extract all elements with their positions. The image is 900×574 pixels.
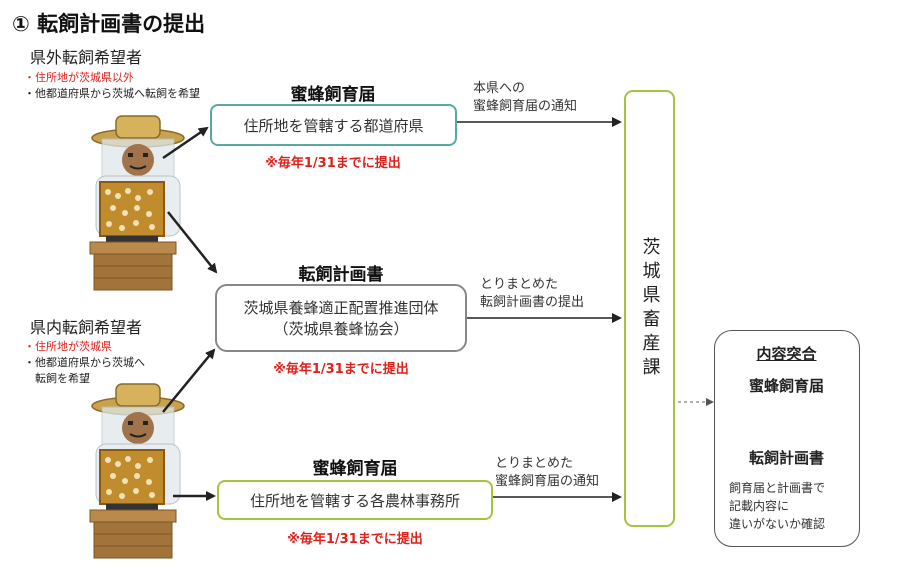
edge-mid-label: とりまとめた 転飼計画書の提出 (480, 276, 584, 312)
page-title: ① 転飼計画書の提出 (12, 12, 206, 36)
top-node-box: 住所地を管轄する都道府県 (210, 104, 457, 146)
mid-node-box: 茨城県養蜂適正配置推進団体 （茨城県養蜂協会） (215, 284, 467, 352)
edge-mid-label-line2: 転飼計画書の提出 (480, 295, 585, 310)
content-check-note-line2: 記載内容に (729, 499, 790, 513)
content-check-item-plan: 転飼計画書 (748, 449, 824, 467)
top-node-heading: 蜜蜂飼育届 (290, 85, 376, 105)
beekeeper-icon (89, 115, 185, 291)
in-pref-bullet-address: ・住所地が茨城県 (24, 340, 112, 353)
bot-node-heading: 蜜蜂飼育届 (312, 459, 398, 479)
arrow-in-to-mid (162, 348, 216, 413)
arrow-out-to-mid (167, 211, 218, 274)
department-box: 茨城県畜産課 (624, 90, 675, 527)
mid-node-text-line2: （茨城県養蜂協会） (273, 320, 409, 338)
bot-node-box: 住所地を管轄する各農林事務所 (217, 480, 493, 520)
top-node-text: 住所地を管轄する都道府県 (243, 116, 424, 135)
edge-bot-label-line1: とりまとめた (495, 456, 574, 471)
mid-node-heading: 転飼計画書 (298, 265, 384, 285)
in-pref-bullet-wish: ・他都道府県から茨城へ (24, 356, 145, 369)
edge-top-label-line1: 本県への (473, 81, 526, 96)
content-check-box: 内容突合 蜜蜂飼育届 転飼計画書 飼育届と計画書で 記載内容に 違いがないか確認 (714, 330, 860, 547)
edge-top-label-line2: 蜜蜂飼育届の通知 (473, 99, 578, 114)
edge-bot-label-line2: 蜜蜂飼育届の通知 (495, 474, 600, 489)
out-of-pref-bullet-wish: ・他都道府県から茨城へ転飼を希望 (24, 87, 200, 100)
bot-node-text: 住所地を管轄する各農林事務所 (249, 491, 460, 510)
in-pref-bullets: ・住所地が茨城県 ・他都道府県から茨城へ 転飼を希望 (24, 339, 145, 387)
beekeeper-icon (89, 383, 185, 559)
edge-bot-label: とりまとめた 蜜蜂飼育届の通知 (495, 455, 599, 491)
in-pref-label: 県内転飼希望者 (30, 318, 143, 337)
mid-node-text-line1: 茨城県養蜂適正配置推進団体 (243, 299, 439, 317)
content-check-item-notification: 蜜蜂飼育届 (748, 377, 824, 395)
edge-top-label: 本県への 蜜蜂飼育届の通知 (473, 80, 577, 116)
content-check-note-line3: 違いがないか確認 (729, 517, 826, 531)
edge-mid-label-line1: とりまとめた (480, 277, 559, 292)
bot-node-deadline: ※毎年1/31までに提出 (287, 532, 423, 547)
top-node-deadline: ※毎年1/31までに提出 (265, 156, 401, 171)
out-of-pref-bullet-address: ・住所地が茨城県以外 (24, 71, 134, 84)
in-pref-bullet-wish-cont: 転飼を希望 (24, 372, 90, 385)
content-check-note-line1: 飼育届と計画書で (729, 481, 826, 495)
department-name: 茨城県畜産課 (639, 236, 661, 381)
out-of-pref-label: 県外転飼希望者 (30, 48, 143, 67)
mid-node-deadline: ※毎年1/31までに提出 (273, 362, 409, 377)
out-of-pref-bullets: ・住所地が茨城県以外 ・他都道府県から茨城へ転飼を希望 (24, 70, 200, 102)
arrow-out-to-top (162, 126, 209, 160)
content-check-note: 飼育届と計画書で 記載内容に 違いがないか確認 (729, 479, 825, 533)
content-check-title: 内容突合 (756, 345, 817, 363)
